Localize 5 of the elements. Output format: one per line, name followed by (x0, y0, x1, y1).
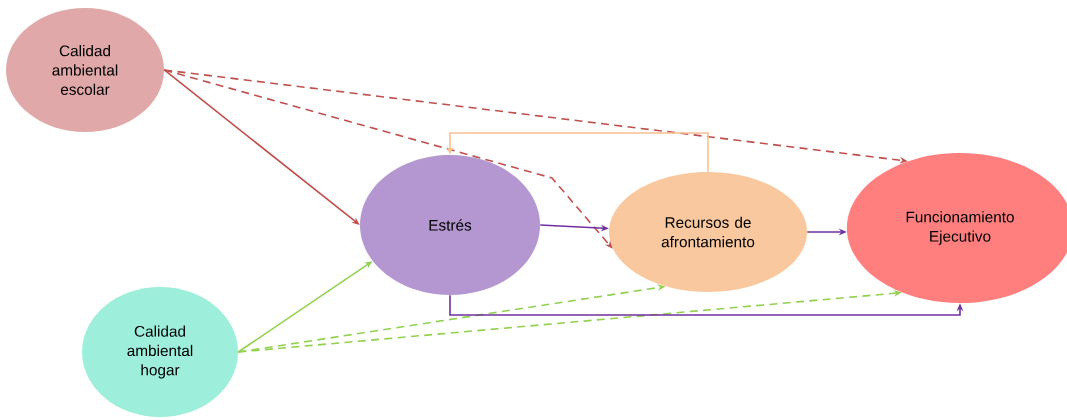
ellipse-node: Recursos de afrontamiento (609, 172, 807, 292)
ellipse-node: Calidad ambiental hogar (82, 287, 238, 417)
arrow (163, 69, 360, 225)
ellipse-node: Estrés (360, 155, 540, 295)
ellipse-node: Calidad ambiental escolar (6, 8, 164, 132)
